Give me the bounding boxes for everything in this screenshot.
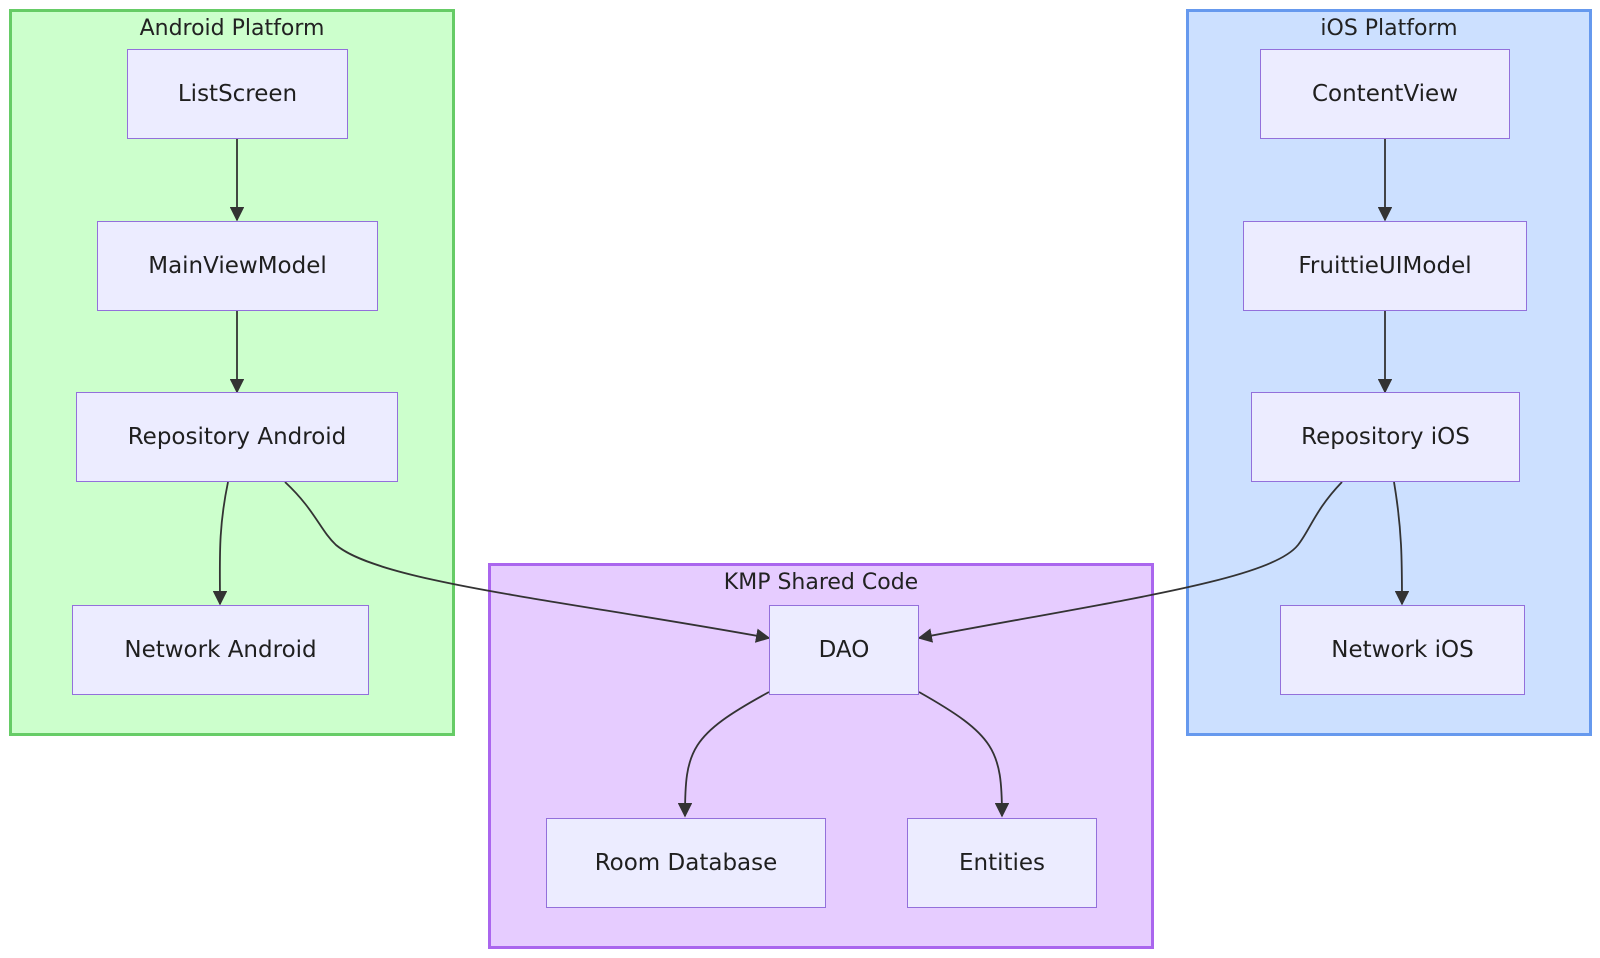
node-listscreen: ListScreen [127,49,348,139]
node-dao: DAO [769,605,919,695]
node-contentview: ContentView [1260,49,1510,139]
node-mainviewmodel: MainViewModel [97,221,378,311]
node-entities: Entities [907,818,1097,908]
edge-dao-room-database [677,691,770,818]
node-network-android: Network Android [72,605,369,695]
group-title-shared: KMP Shared Code [723,570,919,595]
group-title-ios: iOS Platform [1320,16,1458,41]
group-title-android: Android Platform [139,16,325,41]
edge-repository-android-network-android [212,481,229,606]
edge-repository-android-dao [284,481,771,643]
node-repository-android: Repository Android [76,392,398,482]
edge-repository-ios-network-ios [1393,481,1410,606]
node-repository-ios: Repository iOS [1251,392,1520,482]
node-network-ios: Network iOS [1280,605,1525,695]
node-room-database: Room Database [546,818,826,908]
node-fruittieuimodel: FruittieUIModel [1243,221,1527,311]
edge-repository-ios-dao [917,481,1343,643]
edge-dao-entities [918,691,1010,818]
